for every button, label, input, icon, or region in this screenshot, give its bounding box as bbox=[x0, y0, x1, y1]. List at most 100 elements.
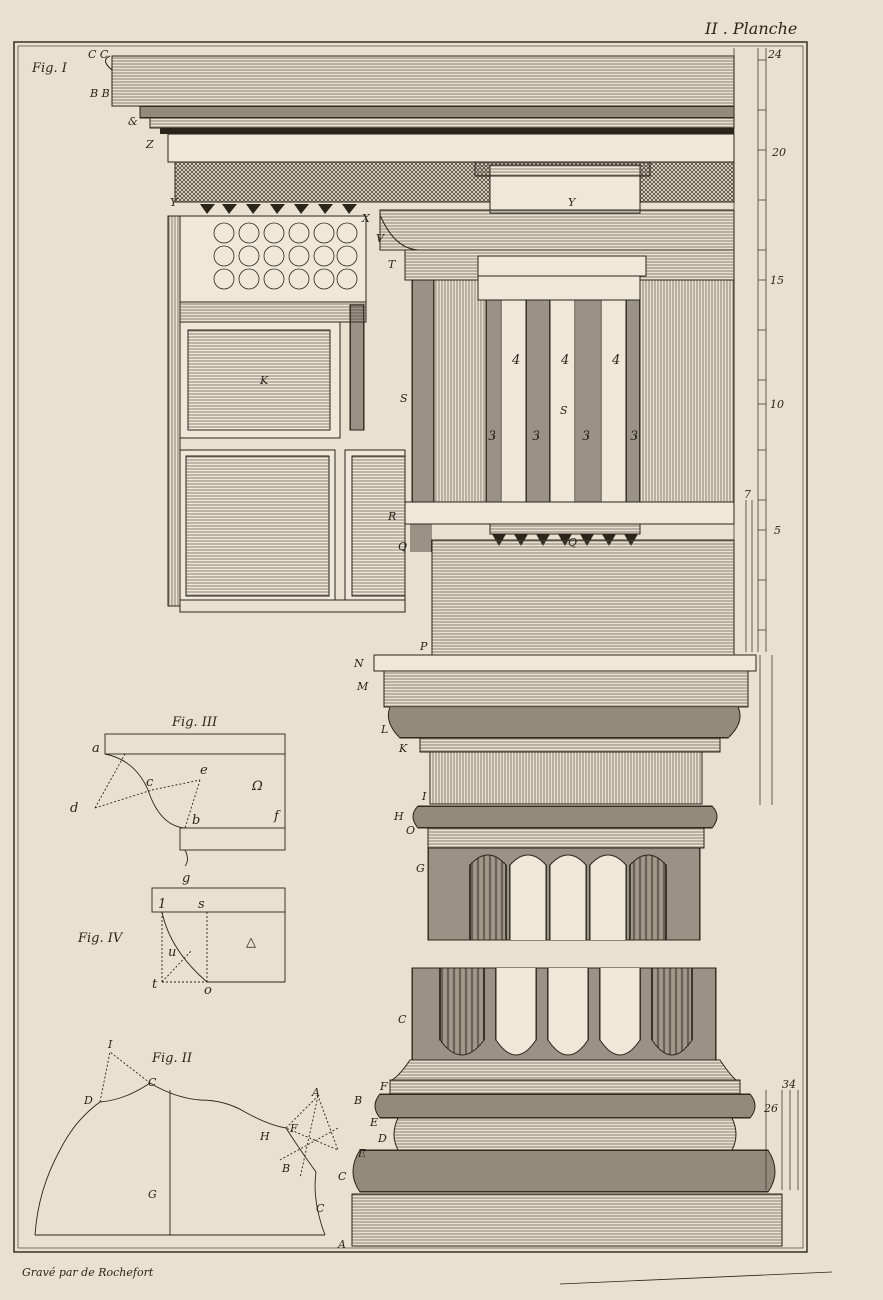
frieze-band-z bbox=[167, 133, 735, 163]
label-d: D bbox=[377, 1132, 387, 1145]
fig2-label-d: D bbox=[83, 1094, 93, 1107]
label-q1: Q bbox=[398, 540, 407, 553]
fig4-label-o: o bbox=[204, 983, 212, 998]
label-k2: K bbox=[398, 742, 408, 755]
label-y2: Y bbox=[568, 196, 577, 209]
fig2-label-i: I bbox=[107, 1038, 113, 1051]
fig2-label-f: F bbox=[289, 1122, 298, 1135]
fig3-label-e: e bbox=[200, 763, 208, 778]
plate-outer-border bbox=[13, 41, 808, 1253]
fig1-shaft-top bbox=[427, 847, 701, 941]
astragal bbox=[412, 805, 718, 829]
label-h: H bbox=[393, 810, 404, 823]
fig3-label-b: b bbox=[192, 813, 200, 828]
fig4-caption: Fig. IV bbox=[77, 931, 124, 946]
fig3-label-d: d bbox=[70, 801, 78, 816]
scale-mark-20: 20 bbox=[771, 146, 786, 159]
fig1-column-base bbox=[351, 1093, 783, 1247]
label-o: O bbox=[406, 824, 415, 837]
label-e2: E bbox=[357, 1147, 366, 1160]
fig3-symbol: Ω bbox=[251, 779, 263, 794]
fig4-symbol: △ bbox=[246, 935, 256, 950]
base-mark-26: 26 bbox=[763, 1102, 778, 1115]
label-t: T bbox=[388, 258, 397, 271]
fig1-entablature: Fig. I bbox=[31, 55, 735, 657]
label-a: A bbox=[337, 1238, 346, 1251]
label-x: X bbox=[361, 212, 371, 225]
fig1-vertical-scale bbox=[733, 48, 799, 1190]
label-cc: C C bbox=[88, 48, 109, 61]
triglyph-num-7: 3 bbox=[630, 429, 638, 444]
frieze-triglyph-block bbox=[477, 255, 647, 277]
echinus bbox=[387, 706, 741, 739]
triglyph-num-6: 3 bbox=[582, 429, 590, 444]
label-z: Z bbox=[145, 138, 154, 151]
fig1-caption: Fig. I bbox=[31, 61, 68, 76]
triglyph-num-1: 4 bbox=[511, 353, 520, 368]
label-s2: S bbox=[560, 404, 568, 417]
label-l: L bbox=[380, 723, 388, 736]
label-bb: B B bbox=[89, 87, 110, 100]
triglyph-num-4: 3 bbox=[488, 429, 496, 444]
fig2-label-b: B bbox=[281, 1162, 290, 1175]
base-mark-34: 34 bbox=[782, 1078, 796, 1091]
scale-mark-15: 15 bbox=[770, 274, 784, 287]
label-n: N bbox=[353, 657, 364, 670]
architrave bbox=[431, 539, 735, 657]
fig2-plan: Fig. II I C D A H F B C G bbox=[34, 1038, 339, 1236]
fig3-label-c: c bbox=[146, 775, 154, 790]
fig2-label-c2: C bbox=[316, 1202, 325, 1215]
label-k: K bbox=[259, 374, 269, 387]
label-i: I bbox=[421, 790, 427, 803]
label-v: V bbox=[376, 232, 385, 245]
abacus bbox=[373, 654, 757, 672]
triglyph-num-3: 4 bbox=[611, 353, 620, 368]
triglyph-num-5: 3 bbox=[532, 429, 540, 444]
fig1-labels: C C B B & Z Y Y X V T K S S 4 4 4 3 3 3 … bbox=[88, 48, 638, 1251]
fig2-label-c: C bbox=[148, 1076, 157, 1089]
scale-mark-24: 24 bbox=[767, 48, 782, 61]
fig2-label-g: G bbox=[148, 1188, 157, 1201]
mutule-teeth bbox=[200, 204, 357, 214]
scale-mark-7: 7 bbox=[744, 488, 751, 501]
fig3-label-g: g bbox=[182, 871, 190, 886]
fig1-shaft-bottom bbox=[389, 967, 741, 1095]
cornice-corona bbox=[111, 55, 735, 107]
label-y1: Y bbox=[170, 196, 179, 209]
label-b: B bbox=[353, 1094, 362, 1107]
fig2-caption: Fig. II bbox=[151, 1051, 193, 1066]
label-f: F bbox=[379, 1080, 388, 1093]
fig3-label-a: a bbox=[92, 741, 100, 756]
plinth bbox=[351, 1193, 783, 1247]
label-e: E bbox=[369, 1116, 378, 1129]
fig4-label-t: t bbox=[152, 977, 158, 992]
label-r: R bbox=[387, 510, 396, 523]
label-m: M bbox=[356, 680, 369, 693]
plate-inner-border bbox=[17, 45, 804, 1249]
fig2-label-a: A bbox=[311, 1086, 320, 1099]
fig4-label-u: u bbox=[168, 945, 176, 960]
fig3-caption: Fig. III bbox=[171, 715, 218, 730]
scale-mark-5: 5 bbox=[774, 524, 781, 537]
fig3-label-f: f bbox=[273, 809, 281, 824]
engraver-credit: Gravé par de Rochefort bbox=[22, 1266, 154, 1279]
fig1-capital bbox=[373, 654, 757, 849]
label-p: P bbox=[419, 640, 428, 653]
fig3-profile: Fig. III a c e d b f g Ω bbox=[70, 715, 286, 886]
triglyph-num-2: 4 bbox=[560, 353, 569, 368]
scale-mark-10: 10 bbox=[770, 398, 784, 411]
fig4-label-s: s bbox=[198, 897, 205, 912]
label-s1: S bbox=[400, 392, 408, 405]
fig4-profile: Fig. IV 1 s u t o △ bbox=[77, 887, 286, 998]
fig4-label-1: 1 bbox=[158, 897, 166, 912]
fig2-label-h: H bbox=[259, 1130, 270, 1143]
coffer-k bbox=[187, 329, 331, 431]
label-c: C bbox=[398, 1013, 407, 1026]
plate-title: II . Planche bbox=[704, 19, 797, 38]
label-q2: Q bbox=[568, 536, 577, 549]
label-g: G bbox=[416, 862, 425, 875]
guttae-grid bbox=[213, 222, 358, 290]
label-c2: C bbox=[338, 1170, 347, 1183]
label-et: & bbox=[128, 115, 138, 128]
